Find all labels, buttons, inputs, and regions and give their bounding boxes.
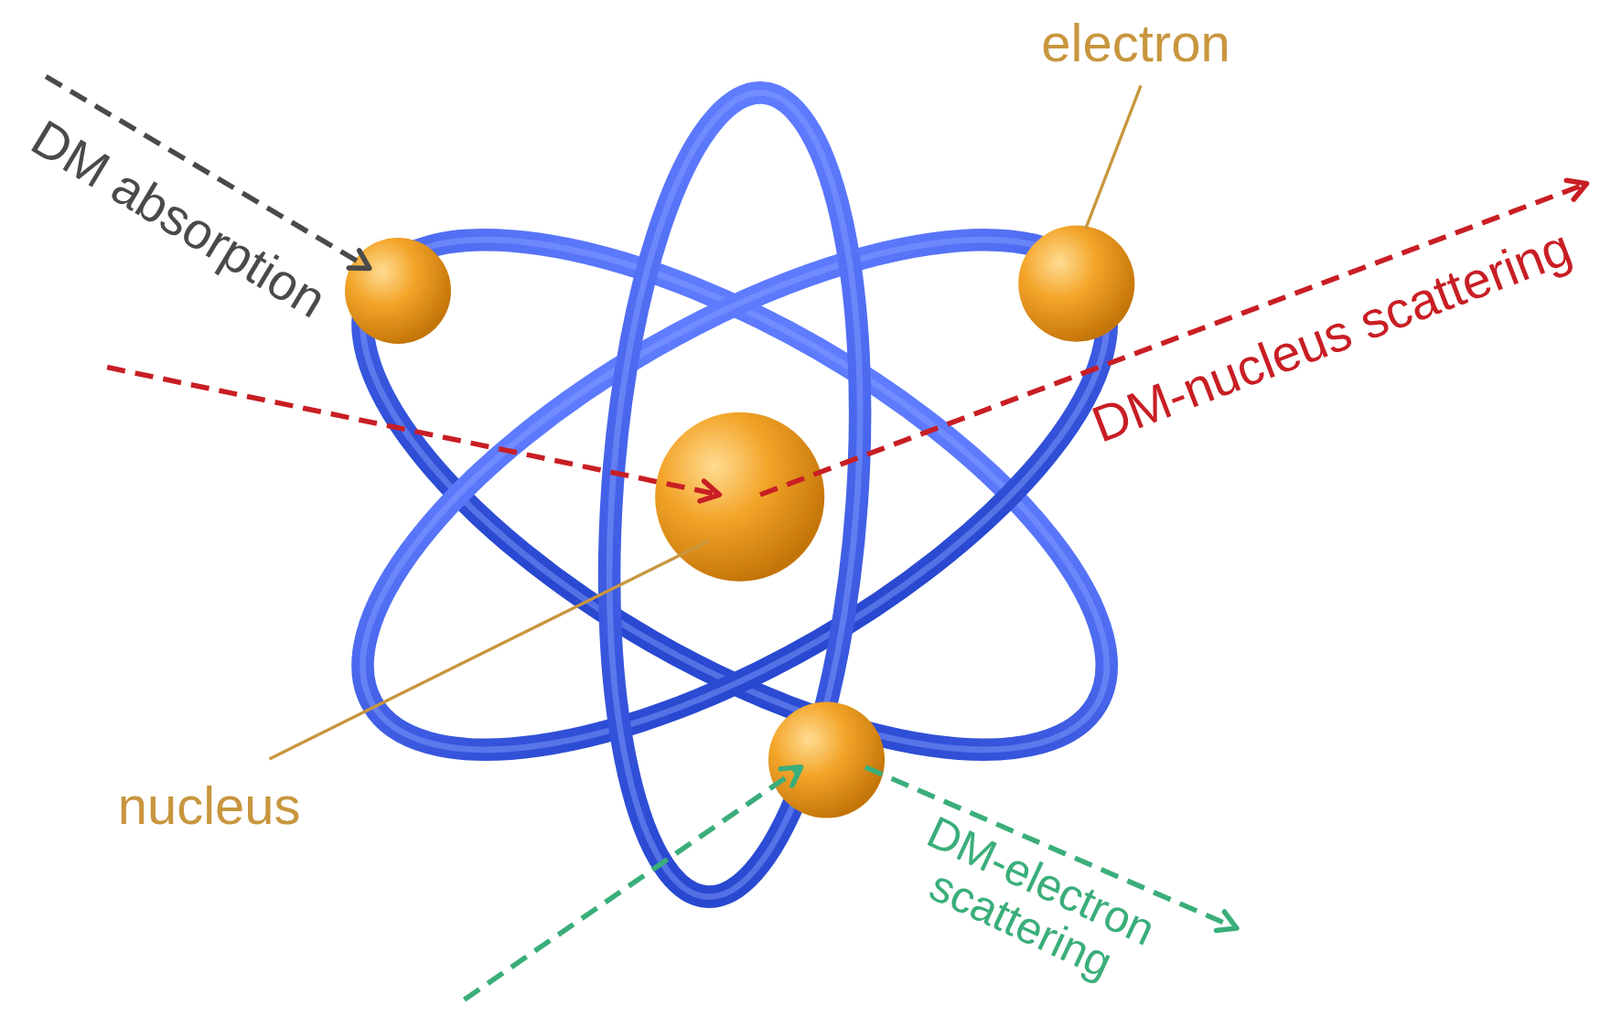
process-label: DM-nucleus scattering — [1084, 219, 1579, 454]
orbit-highlight — [584, 84, 886, 906]
nucleus-label: nucleus — [118, 776, 301, 836]
electron-sphere — [1018, 225, 1135, 343]
orbit-ring — [288, 139, 1182, 850]
nucleus-in-arrow — [107, 367, 720, 495]
orbit-highlight — [288, 139, 1182, 850]
nucleus-out-arrow — [760, 183, 1588, 495]
dm-trajectories — [45, 76, 1587, 1000]
leader-line — [268, 540, 709, 760]
orbit-ring — [288, 139, 1182, 850]
leader-line — [1085, 85, 1141, 229]
electron-sphere — [768, 701, 885, 818]
electron-sphere — [344, 237, 452, 344]
electron-in-arrow — [464, 767, 802, 1000]
electron-label: electron — [1041, 13, 1230, 73]
orbit-rings — [288, 84, 1182, 906]
orbit-ring — [584, 84, 886, 906]
orbit-highlight — [288, 139, 1182, 850]
process-label: DM-electron scattering — [891, 804, 1171, 1002]
process-label: DM absorption — [21, 109, 335, 329]
